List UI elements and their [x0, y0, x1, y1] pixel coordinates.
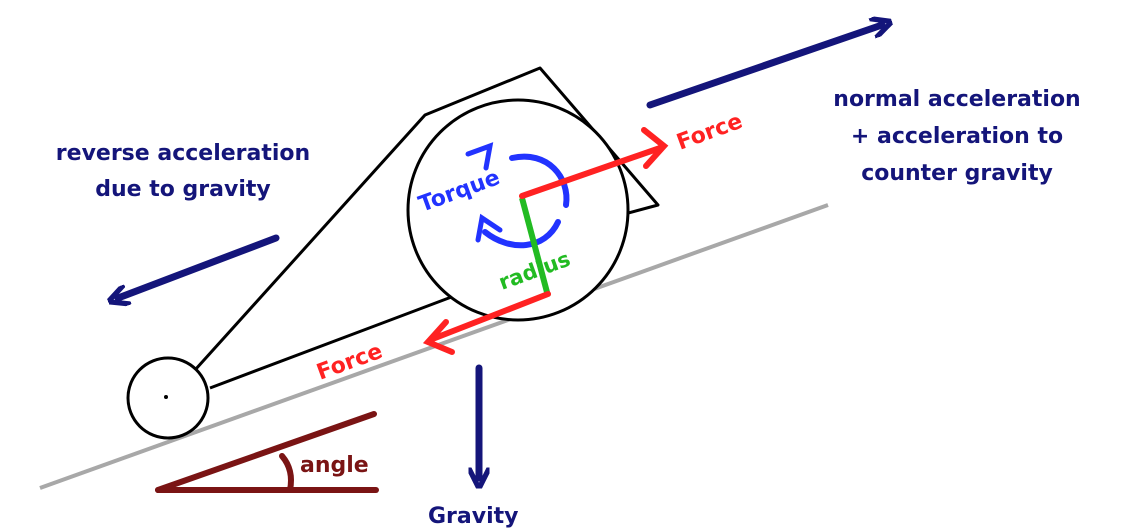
front-wheel — [126, 356, 210, 440]
normal-acceleration-caption: normal acceleration + acceleration to co… — [833, 87, 1080, 186]
gravity-label: Gravity — [428, 504, 519, 529]
reverse-caption-line1: reverse acceleration — [56, 141, 310, 166]
normal-caption-line2: + acceleration to — [851, 124, 1063, 149]
front-wheel-hub — [164, 395, 168, 399]
force-arrow-lower — [422, 291, 551, 355]
reverse-caption-line2: due to gravity — [95, 177, 270, 202]
normal-caption-line1: normal acceleration — [833, 87, 1080, 112]
reverse-acceleration-caption: reverse acceleration due to gravity — [56, 141, 310, 202]
angle-wedge — [155, 411, 379, 493]
normal-acceleration-arrow — [646, 25, 882, 109]
angle-label: angle — [300, 453, 369, 478]
torque-arrow — [465, 142, 570, 249]
force-arrow-upper — [519, 127, 669, 199]
rear-wheel — [406, 98, 630, 322]
radius-line — [519, 197, 551, 297]
reverse-acceleration-arrow — [118, 234, 280, 298]
force-label-upper: Force — [674, 109, 747, 156]
normal-caption-line3: counter gravity — [861, 161, 1053, 186]
